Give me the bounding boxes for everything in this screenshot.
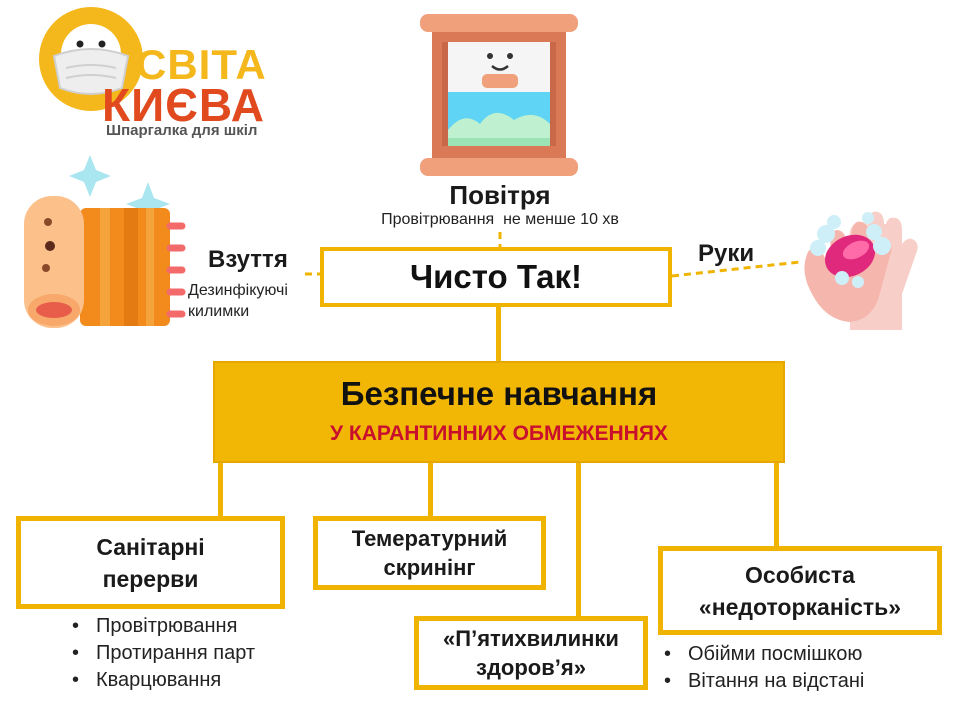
health-line1: «П’ятихвилинки: [443, 626, 619, 651]
connector-health: [576, 462, 581, 620]
screening-line2: скринінг: [383, 555, 476, 580]
health-box: «П’ятихвилинки здоров’я»: [414, 616, 648, 690]
list-item: Протирання парт: [66, 640, 255, 667]
logo: СВІТА КИЄВА Шпаргалка для шкіл: [36, 4, 306, 144]
list-item: Вітання на відстані: [658, 668, 864, 695]
sanitary-box: Санітарні перерви: [16, 516, 285, 609]
connector-personal: [774, 462, 779, 550]
connector-center-main: [496, 305, 501, 363]
doormat-icon: [24, 155, 186, 328]
main-subtitle: У КАРАНТИННИХ ОБМЕЖЕННЯХ: [330, 422, 668, 445]
shoes-title: Взуття: [208, 246, 288, 273]
sanitary-list: Провітрювання Протирання парт Кварцюванн…: [66, 613, 255, 694]
shoes-subtitle-line1: Дезинфікуючі: [188, 282, 288, 299]
connector-hands: [671, 260, 801, 278]
air-subtitle: Провітрювання не менше 10 хв: [381, 211, 619, 228]
sanitary-line1: Санітарні: [96, 533, 205, 560]
connector-sanitary: [218, 462, 223, 520]
air-title: Повітря: [449, 180, 551, 210]
logo-line1: СВІТА: [136, 41, 267, 88]
sanitary-line2: перерви: [102, 565, 199, 592]
personal-line2: «недоторканість»: [698, 593, 902, 620]
main-title: Безпечне навчання: [340, 375, 658, 412]
screening-line1: Темературний: [351, 526, 508, 551]
hands-title: Руки: [698, 240, 755, 267]
handwash-icon: [804, 211, 918, 330]
window-icon: [420, 14, 578, 176]
list-item: Кварцювання: [66, 667, 255, 694]
personal-box: Особиста «недоторканість»: [658, 546, 942, 635]
screening-box: Темературний скринінг: [313, 516, 546, 590]
personal-list: Обійми посмішкою Вітання на відстані: [658, 641, 864, 695]
mask-face-icon: [39, 7, 143, 111]
list-item: Провітрювання: [66, 613, 255, 640]
main-box: Безпечне навчання У КАРАНТИННИХ ОБМЕЖЕНН…: [213, 361, 785, 463]
center-title: Чисто Так!: [409, 258, 583, 295]
personal-line1: Особиста: [745, 561, 855, 588]
logo-tagline: Шпаргалка для шкіл: [106, 122, 258, 139]
center-box: Чисто Так!: [320, 247, 672, 307]
health-line2: здоров’я»: [476, 655, 586, 680]
shoes-subtitle-line2: килимки: [188, 303, 250, 320]
list-item: Обійми посмішкою: [658, 641, 864, 668]
connector-screening: [428, 462, 433, 520]
logo-line2: КИЄВА: [102, 79, 266, 131]
